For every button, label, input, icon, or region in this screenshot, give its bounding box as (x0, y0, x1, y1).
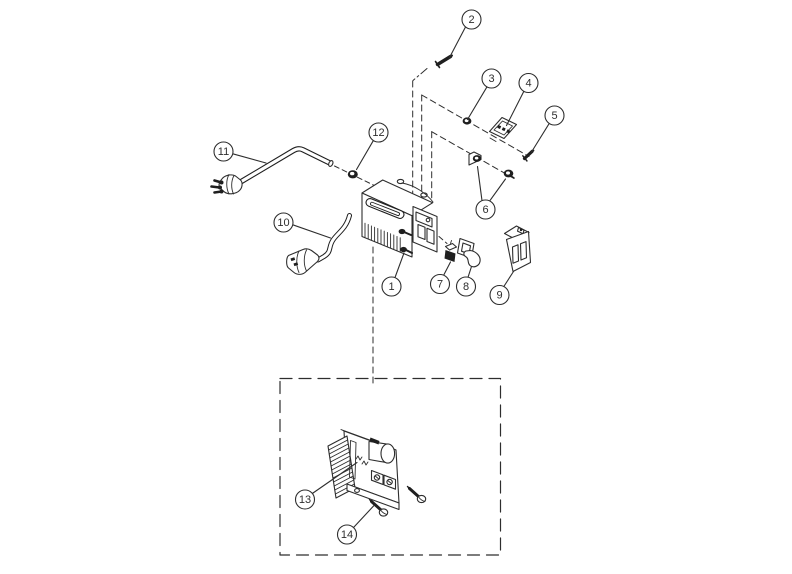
component-7 (444, 240, 458, 262)
callout-number: 8 (463, 281, 469, 293)
callout-leader (466, 86, 488, 121)
callout-3: 3 (466, 68, 502, 121)
callout-number: 6 (482, 204, 488, 216)
terminal-block (370, 469, 397, 490)
callout-number: 13 (299, 494, 311, 506)
callout-11: 11 (213, 141, 267, 164)
callout-number: 12 (372, 127, 384, 139)
screw-14b (406, 485, 427, 504)
detail-box (279, 377, 502, 556)
callout-leader (311, 461, 358, 495)
callout-circle (461, 9, 482, 30)
main-unit (361, 178, 438, 258)
cord-nut (347, 170, 358, 179)
callout-4: 4 (505, 72, 539, 127)
callout-leader (448, 26, 467, 60)
callout-leader (232, 153, 267, 164)
callout-number: 3 (488, 73, 494, 85)
plug (210, 174, 243, 195)
callout-leader (505, 90, 525, 127)
callout-number: 2 (468, 14, 474, 26)
callout-leader (292, 224, 332, 239)
callout-circle (455, 276, 477, 297)
component-8 (456, 237, 481, 268)
cover-9 (503, 225, 532, 273)
connector-panel (398, 205, 438, 254)
callout-circle (544, 105, 565, 126)
callout-leader (394, 252, 405, 279)
callout-number: 14 (341, 529, 353, 541)
output-cable (286, 213, 352, 275)
callout-number: 4 (525, 78, 531, 90)
callout-circle (475, 199, 496, 220)
callout-circle (336, 524, 358, 545)
callout-8: 8 (455, 265, 477, 297)
callout-leader (352, 504, 375, 529)
callout-leader (488, 178, 507, 202)
handle-slot (365, 198, 405, 219)
screw-14a (368, 498, 389, 517)
callout-number: 10 (277, 217, 289, 229)
callout-10: 10 (273, 212, 332, 239)
callout-circle (368, 122, 389, 143)
callout-circle (213, 141, 234, 162)
screw-2 (434, 54, 453, 69)
callout-leader (530, 122, 551, 153)
callout-leader (355, 139, 375, 171)
pcb-assembly (327, 429, 400, 511)
callout-circle (294, 489, 316, 510)
callout-circle (481, 68, 502, 89)
callout-1: 1 (381, 252, 405, 297)
callout-number: 9 (496, 290, 502, 302)
callout-14: 14 (336, 504, 375, 545)
callout-leader (467, 265, 473, 278)
callout-6: 6 (475, 165, 507, 220)
screw-5 (522, 149, 535, 162)
callout-9: 9 (489, 270, 515, 306)
cable-connector (286, 248, 320, 275)
callout-circle (489, 284, 510, 306)
capacitor (368, 440, 396, 464)
nut-3 (462, 117, 472, 125)
callout-number: 5 (551, 110, 557, 122)
callout-circle (273, 212, 294, 233)
callout-12: 12 (355, 122, 389, 171)
callout-number: 7 (437, 279, 443, 291)
callout-circle (381, 276, 402, 297)
callout-leader (442, 261, 452, 277)
callout-5: 5 (530, 105, 565, 153)
bracket-6 (468, 151, 482, 166)
callout-number: 1 (388, 281, 394, 293)
callout-circle (518, 72, 539, 94)
callout-2: 2 (448, 9, 482, 60)
power-cord (210, 146, 334, 195)
vent-grille (364, 222, 401, 253)
callout-7: 7 (429, 261, 452, 295)
callout-number: 11 (218, 146, 229, 158)
module-4 (488, 116, 518, 142)
callout-13: 13 (294, 461, 358, 510)
callout-leader (502, 270, 515, 288)
callout-leader (476, 165, 483, 202)
construction-lines (334, 68, 530, 385)
nut-6 (503, 169, 515, 179)
callout-circle (429, 273, 451, 295)
